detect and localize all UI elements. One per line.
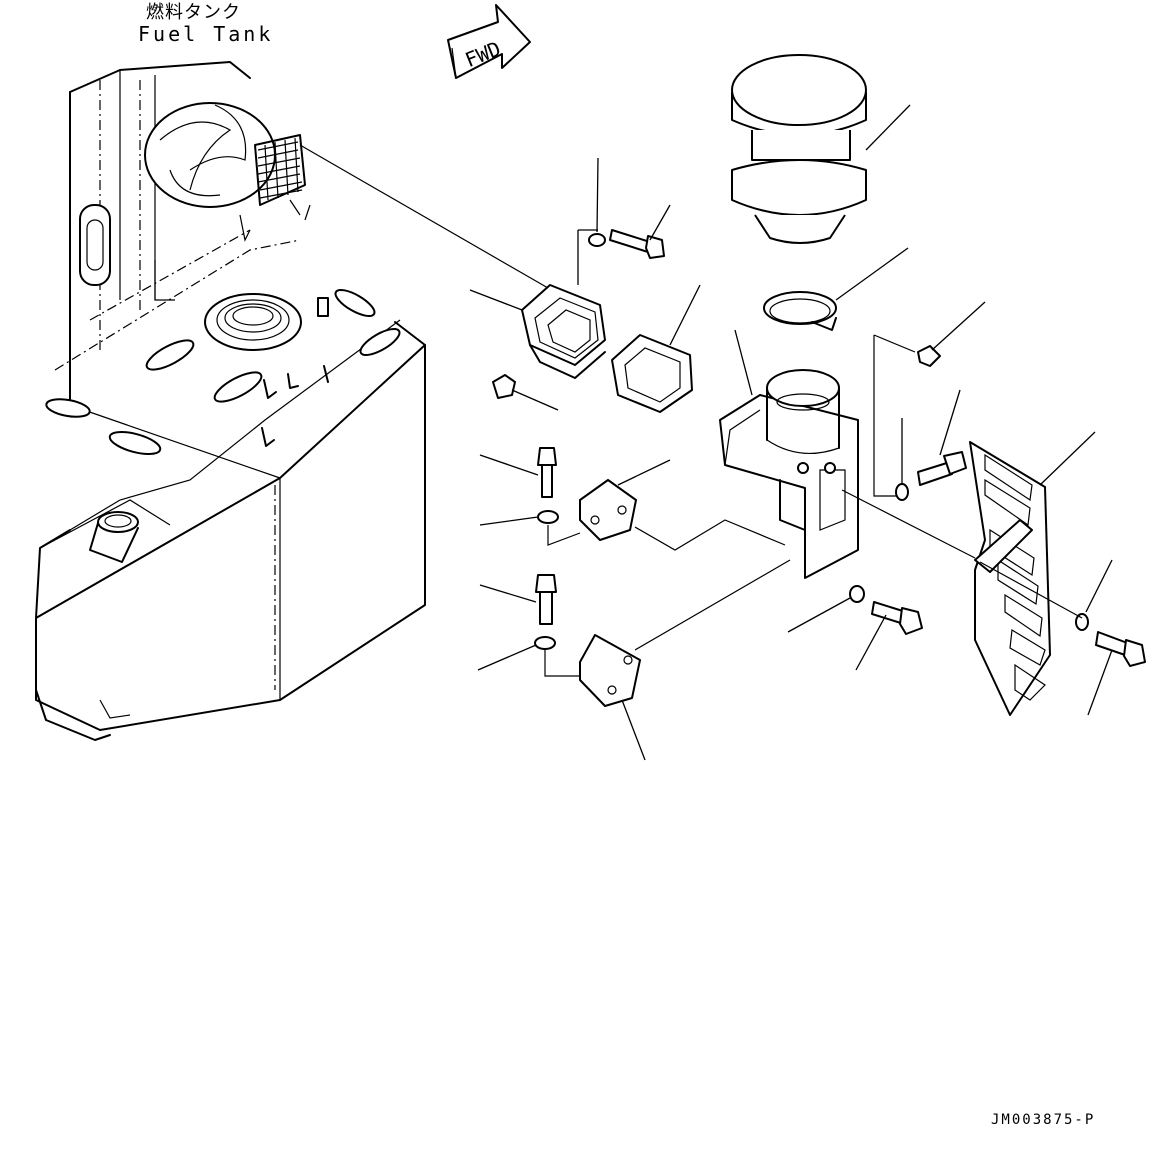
bracket-upper bbox=[579, 459, 671, 541]
filler-neck bbox=[89, 511, 139, 563]
fuel-sender-flange bbox=[204, 293, 302, 351]
bolt-right-upper bbox=[917, 389, 967, 486]
forward-arrow: FWD bbox=[447, 4, 531, 79]
heat-shield-plate bbox=[969, 431, 1096, 716]
bolt-right-top bbox=[873, 301, 986, 497]
washer-right-upper bbox=[895, 418, 909, 501]
intake-bracket bbox=[719, 329, 859, 579]
fuel-tank-label-en: Fuel Tank bbox=[138, 22, 274, 46]
assembly-lines bbox=[299, 144, 1083, 651]
washer-top bbox=[588, 157, 606, 247]
intake-duct bbox=[469, 229, 606, 379]
bracket-lower bbox=[579, 634, 646, 761]
bolt-left-lower bbox=[479, 574, 557, 625]
bolt-right-lower bbox=[1087, 631, 1146, 716]
washer-mid bbox=[787, 585, 865, 633]
air-cleaner-element bbox=[731, 54, 911, 244]
fuel-tank-label-ja: 燃料タンク bbox=[146, 2, 241, 23]
bolt-mid bbox=[855, 601, 923, 671]
drawing-code: JM003875-P bbox=[991, 1112, 1096, 1128]
grommet-clip bbox=[492, 374, 559, 411]
bolt-top bbox=[609, 204, 671, 259]
washer-left-lower bbox=[477, 636, 580, 677]
washer-left-upper bbox=[479, 510, 581, 546]
hydraulic-tank bbox=[54, 61, 311, 401]
hose-clamp bbox=[763, 247, 909, 331]
washer-right-lower bbox=[1075, 559, 1113, 631]
duct-seal bbox=[611, 284, 701, 413]
fuel-tank bbox=[35, 289, 426, 741]
bolt-left-upper bbox=[479, 447, 557, 498]
cooling-fan bbox=[144, 102, 306, 208]
